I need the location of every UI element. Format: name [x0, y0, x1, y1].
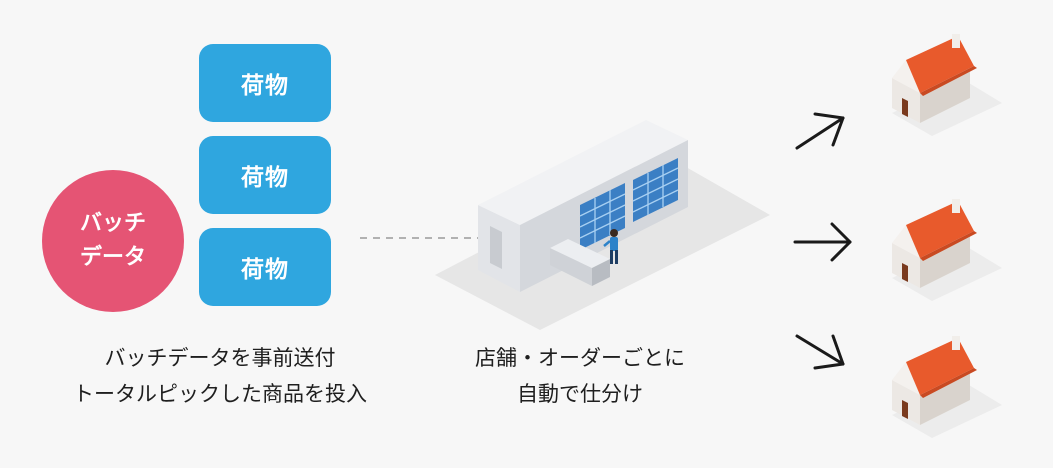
- house-icon: [892, 336, 1002, 438]
- center-caption-line2: 自動で仕分け: [517, 382, 643, 406]
- batch-label-line2: データ: [79, 245, 146, 270]
- batch-label-line1: バッチ: [79, 211, 146, 236]
- center-caption: 店舗・オーダーごとに 自動で仕分け: [415, 340, 745, 412]
- house-icon: [892, 34, 1002, 136]
- center-caption-line1: 店舗・オーダーごとに: [475, 346, 685, 370]
- left-caption-line2: トータルピックした商品を投入: [73, 382, 367, 406]
- arrow-icon: [795, 334, 845, 370]
- house-icon: [892, 199, 1002, 301]
- cargo-label: 荷物: [241, 257, 289, 283]
- cargo-box-1: 荷物: [199, 44, 331, 122]
- left-caption: バッチデータを事前送付 トータルピックした商品を投入: [20, 340, 420, 412]
- cargo-box-2: 荷物: [199, 136, 331, 214]
- cargo-label: 荷物: [241, 73, 289, 99]
- left-caption-line1: バッチデータを事前送付: [104, 346, 336, 370]
- cargo-label: 荷物: [241, 165, 289, 191]
- cargo-box-3: 荷物: [199, 228, 331, 306]
- arrow-icon: [793, 222, 852, 262]
- arrow-icon: [795, 112, 845, 150]
- batch-data-circle: バッチ データ: [42, 170, 184, 312]
